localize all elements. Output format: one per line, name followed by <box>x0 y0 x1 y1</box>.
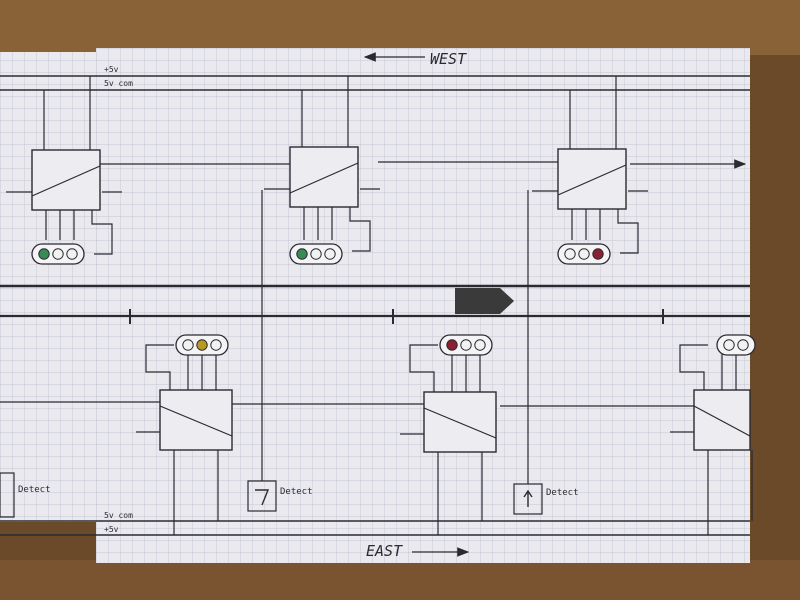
module-diagonal <box>423 407 497 439</box>
return-wire <box>409 344 438 392</box>
detector-label: Detect <box>280 487 313 497</box>
bottom-signal-modules <box>136 334 756 535</box>
return-wire <box>145 344 174 390</box>
signal-module-bottom <box>136 334 233 535</box>
east-label: EAST <box>366 542 403 560</box>
signal-lamp-white <box>52 248 64 260</box>
module-diagonal <box>159 405 233 437</box>
logic-module <box>289 146 359 208</box>
signal-lamp-yellow <box>196 339 208 351</box>
rail-label-com-top: 5v com <box>104 79 133 88</box>
logic-module <box>423 391 497 453</box>
signal-bus-lines <box>0 159 747 407</box>
track <box>0 284 750 324</box>
top-signal-modules <box>6 76 648 265</box>
east-direction: EAST <box>366 542 470 560</box>
logic-module <box>159 389 233 451</box>
signal-lamp-green <box>38 248 50 260</box>
return-wire <box>349 207 371 252</box>
module-diagonal <box>693 405 751 437</box>
signal-lamp-white <box>474 339 486 351</box>
detector-left: Detect <box>0 472 51 518</box>
return-wire <box>679 344 708 390</box>
detector-label: Detect <box>546 488 579 498</box>
signal-lamp-green <box>296 248 308 260</box>
module-diagonal <box>557 164 627 196</box>
signal-lamp-white <box>324 248 336 260</box>
signal-lamp-white <box>723 339 735 351</box>
signal-lamp-white <box>210 339 222 351</box>
detector-label: Detect <box>18 485 51 495</box>
logic-module <box>557 148 627 210</box>
signal-head <box>716 334 756 356</box>
logic-module <box>693 389 751 451</box>
wood-top <box>0 0 800 55</box>
signal-lamp-white <box>460 339 472 351</box>
logic-module <box>31 149 101 211</box>
signal-module-top <box>6 76 122 265</box>
signal-lamp-white <box>66 248 78 260</box>
grid-main <box>96 48 750 563</box>
train <box>455 288 514 314</box>
module-diagonal <box>31 165 101 197</box>
signal-module-bottom <box>670 334 756 535</box>
signal-lamp-red <box>446 339 458 351</box>
rail-label-plus5v-top: +5v <box>104 65 119 74</box>
signal-lamp-red <box>592 248 604 260</box>
rail-label-com-bottom: 5v com <box>104 511 133 520</box>
detector-2: Detect <box>513 190 579 515</box>
return-wire <box>91 210 113 255</box>
signal-lamp-white <box>737 339 749 351</box>
signal-lamp-white <box>564 248 576 260</box>
signal-module-top <box>532 76 648 265</box>
power-rails <box>0 75 750 536</box>
module-diagonal <box>289 162 359 194</box>
signal-lamp-white <box>182 339 194 351</box>
signal-module-bottom <box>400 334 497 535</box>
signal-lamp-white <box>578 248 590 260</box>
rail-label-plus5v-bottom: +5v <box>104 525 119 534</box>
signal-lamp-white <box>310 248 322 260</box>
detector-1: Detect <box>247 190 313 512</box>
return-wire <box>617 209 639 254</box>
wood-bottom <box>0 560 800 600</box>
signal-module-top <box>264 76 380 265</box>
west-label: WEST <box>430 50 467 68</box>
west-direction: WEST <box>363 50 467 68</box>
